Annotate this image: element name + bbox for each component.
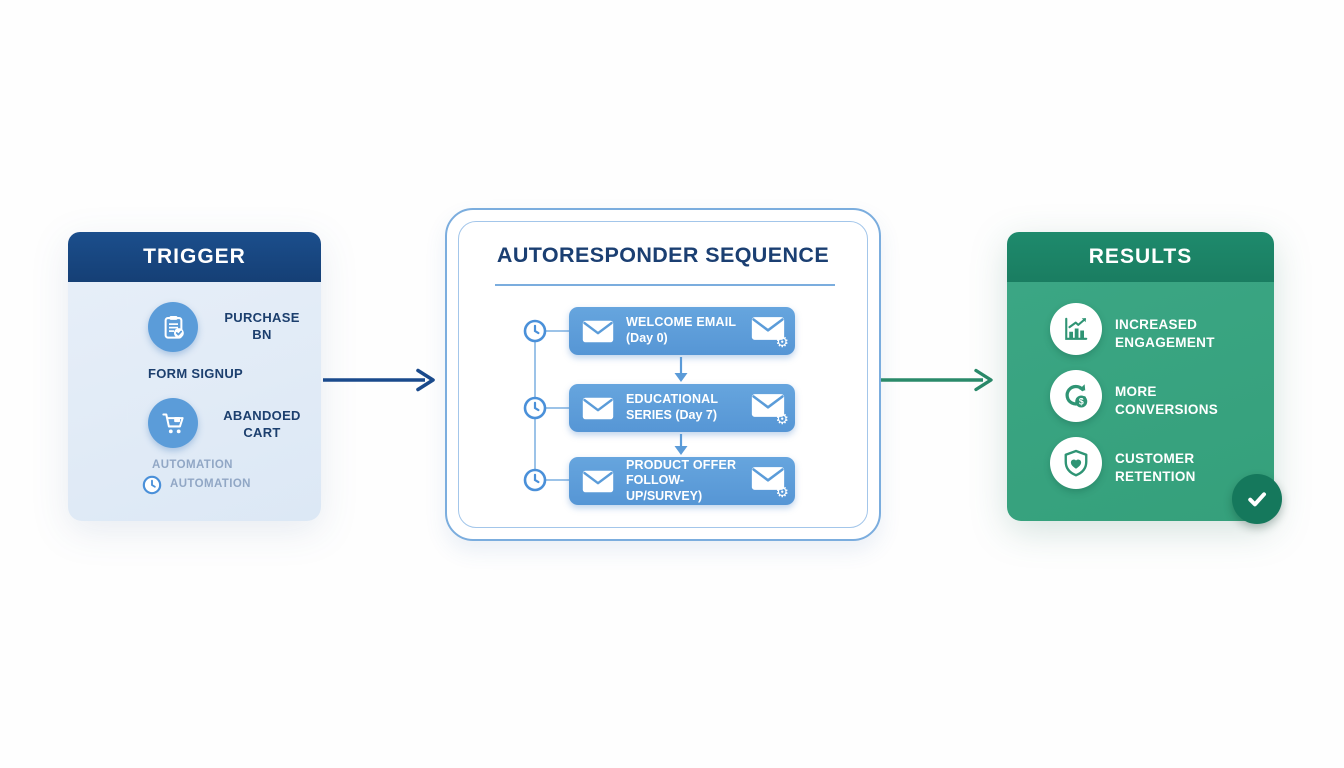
arrow-trigger-to-sequence — [320, 366, 442, 399]
clock-icon — [142, 475, 162, 495]
step-line2: FOLLOW-UP/SURVEY) — [626, 473, 703, 503]
sequence-step-product-offer: PRODUCT OFFER FOLLOW-UP/SURVEY) ⚙ — [569, 457, 795, 505]
gear-icon: ⚙ — [775, 484, 789, 501]
timer-stub-line — [545, 330, 569, 332]
shopping-cart-icon — [148, 398, 198, 448]
step-line2: SERIES (Day 7) — [626, 408, 718, 422]
envelope-icon — [582, 320, 614, 343]
trigger-item-form-signup-label: FORM SIGNUP — [148, 366, 244, 381]
step-label: EDUCATIONAL SERIES (Day 7) — [626, 392, 744, 423]
trigger-automation-label-1: AUTOMATION — [152, 459, 233, 471]
step-label: WELCOME EMAIL (Day 0) — [626, 315, 744, 346]
results-item-retention-label: CUSTOMER RETENTION — [1115, 451, 1196, 484]
results-item-engagement-label: INCREASED ENGAGEMENT — [1115, 317, 1215, 350]
gear-icon: ⚙ — [775, 334, 789, 351]
checkmark-icon — [1232, 474, 1282, 524]
step-label: PRODUCT OFFER FOLLOW-UP/SURVEY) — [626, 458, 744, 505]
trigger-title: TRIGGER — [143, 245, 246, 268]
sequence-title: AUTORESPONDER SEQUENCE — [496, 243, 830, 267]
results-panel-body: INCREASED ENGAGEMENT $ MORE CONVERSIONS … — [1007, 282, 1274, 521]
step-line1: PRODUCT OFFER — [626, 457, 737, 472]
sequence-title-underline — [495, 284, 835, 286]
step-line1: EDUCATIONAL — [626, 392, 719, 407]
sequence-step-educational-series: EDUCATIONAL SERIES (Day 7) ⚙ — [569, 384, 795, 432]
step-line1: WELCOME EMAIL — [626, 315, 737, 330]
clock-icon — [523, 396, 547, 420]
trigger-item-abandoned-cart-label: ABANDOED CART — [223, 408, 301, 440]
sequence-panel-inner-border — [458, 221, 868, 528]
timer-stub-line — [545, 479, 569, 481]
results-item-conversions-label: MORE CONVERSIONS — [1115, 384, 1219, 417]
sequence-step-welcome-email: WELCOME EMAIL (Day 0) ⚙ — [569, 307, 795, 355]
envelope-gear-icon: ⚙ — [751, 466, 789, 500]
sequence-panel: AUTORESPONDER SEQUENCE WELCOME EMAIL — [445, 208, 881, 541]
svg-text:$: $ — [1079, 396, 1084, 406]
results-panel: RESULTS INCREASED ENGAGEMENT — [1007, 232, 1274, 521]
results-panel-header: RESULTS — [1007, 232, 1274, 282]
trigger-panel-header: TRIGGER — [68, 232, 321, 282]
envelope-gear-icon: ⚙ — [751, 316, 789, 350]
gear-icon: ⚙ — [775, 411, 789, 428]
arrow-sequence-to-results — [878, 366, 1000, 399]
envelope-gear-icon: ⚙ — [751, 393, 789, 427]
trigger-panel-body: PURCHASE BN FORM SIGNUP ABANDOED CART AU… — [68, 282, 321, 521]
clock-icon — [523, 468, 547, 492]
bar-chart-growth-icon — [1050, 303, 1102, 355]
trigger-item-purchase-label: PURCHASE BN — [224, 310, 300, 342]
arrow-step1-to-step2 — [671, 357, 691, 388]
conversion-refresh-dollar-icon: $ — [1050, 370, 1102, 422]
step-line2: (Day 0) — [626, 331, 668, 345]
trigger-automation-label-2: AUTOMATION — [170, 478, 251, 490]
arrow-step2-to-step3 — [671, 434, 691, 461]
envelope-icon — [582, 470, 614, 493]
results-title: RESULTS — [1088, 245, 1193, 268]
shield-heart-icon — [1050, 437, 1102, 489]
timer-stub-line — [545, 407, 569, 409]
trigger-panel: TRIGGER PURCHASE BN FORM SIGNUP — [68, 232, 321, 521]
clock-icon — [523, 319, 547, 343]
clipboard-check-icon — [148, 302, 198, 352]
envelope-icon — [582, 397, 614, 420]
